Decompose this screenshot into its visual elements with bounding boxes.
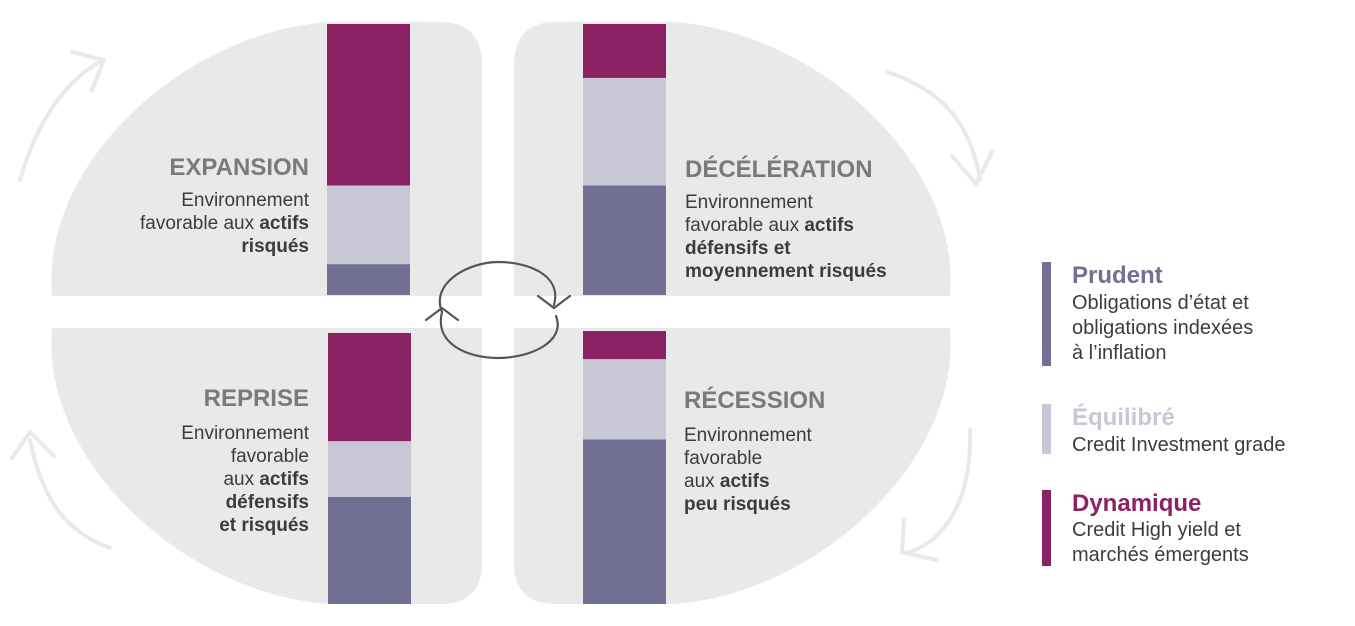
quadrant-desc-line: peu risqués xyxy=(684,494,791,515)
legend-swatch-prudent xyxy=(1042,262,1051,366)
legend-title-prudent: Prudent xyxy=(1072,262,1163,289)
bar-segment-recession-prudent xyxy=(583,439,666,604)
bar-segment-expansion-dynamique xyxy=(327,24,410,186)
bar-segment-expansion-equilibre xyxy=(327,185,410,265)
quadrant-title-reprise: REPRISE xyxy=(203,385,309,412)
legend-desc-line: Credit High yield et xyxy=(1072,519,1241,541)
legend-desc-equilibre: Credit Investment grade xyxy=(1072,433,1285,458)
bar-segment-deceleration-prudent xyxy=(583,185,666,295)
quadrant-desc-line: favorable xyxy=(230,446,309,467)
outer-arrow-bottom-left-icon xyxy=(10,430,112,550)
quadrant-desc-line: aux actifs xyxy=(223,469,309,490)
outer-arrow-bottom-right-icon xyxy=(900,428,973,562)
legend-desc-line: Obligations d’état et xyxy=(1072,292,1249,314)
quadrant-desc-line: Environnement xyxy=(684,425,812,446)
quadrant-title-recession: RÉCESSION xyxy=(684,387,826,414)
outer-arrow-top-left-icon xyxy=(18,50,106,182)
legend-desc-dynamique: Credit High yield et marchés émergents xyxy=(1072,518,1249,568)
quadrant-desc-line: favorable aux actifs xyxy=(140,213,309,234)
quadrant-desc-line: favorable aux actifs xyxy=(685,215,854,236)
legend-title-equilibre: Équilibré xyxy=(1072,404,1175,431)
quadrant-desc-line: Environnement xyxy=(181,423,309,444)
bar-segment-recession-dynamique xyxy=(583,331,666,360)
quadrant-title-deceleration: DÉCÉLÉRATION xyxy=(685,156,873,183)
legend-desc-line: Credit Investment grade xyxy=(1072,434,1286,456)
legend-desc-line: obligations indexées xyxy=(1072,317,1254,339)
bar-segment-recession-equilibre xyxy=(583,359,666,440)
legend-swatch-dynamique xyxy=(1042,490,1051,566)
legend-desc-line: marchés émergents xyxy=(1072,544,1249,566)
cycle-arrows-icon xyxy=(424,260,572,360)
bar-segment-deceleration-equilibre xyxy=(583,77,666,186)
bar-segment-reprise-prudent xyxy=(328,496,411,604)
quadrant-desc-line: moyennement risqués xyxy=(685,261,887,282)
bar-segment-expansion-prudent xyxy=(327,264,410,295)
quadrant-desc-line: et risqués xyxy=(219,515,309,536)
outer-arrow-top-right-icon xyxy=(886,70,994,186)
bar-segment-reprise-dynamique xyxy=(328,333,411,442)
quadrant-desc-line: défensifs et xyxy=(685,238,791,259)
bar-segment-reprise-equilibre xyxy=(328,441,411,497)
quadrant-desc-line: défensifs xyxy=(225,492,309,513)
quadrant-title-expansion: EXPANSION xyxy=(169,154,309,181)
legend-title-dynamique: Dynamique xyxy=(1072,490,1202,517)
quadrant-desc-line: risqués xyxy=(241,236,309,257)
legend-swatch-equilibre xyxy=(1042,404,1051,454)
legend-desc-prudent: Obligations d’état et obligations indexée… xyxy=(1072,291,1253,366)
quadrant-desc-line: favorable xyxy=(684,448,763,469)
quadrant-desc-line: aux actifs xyxy=(684,471,770,492)
bar-segment-deceleration-dynamique xyxy=(583,24,666,78)
quadrant-desc-line: Environnement xyxy=(685,192,813,213)
quadrant-desc-line: Environnement xyxy=(181,190,309,211)
legend-desc-line: à l’inflation xyxy=(1072,342,1167,364)
